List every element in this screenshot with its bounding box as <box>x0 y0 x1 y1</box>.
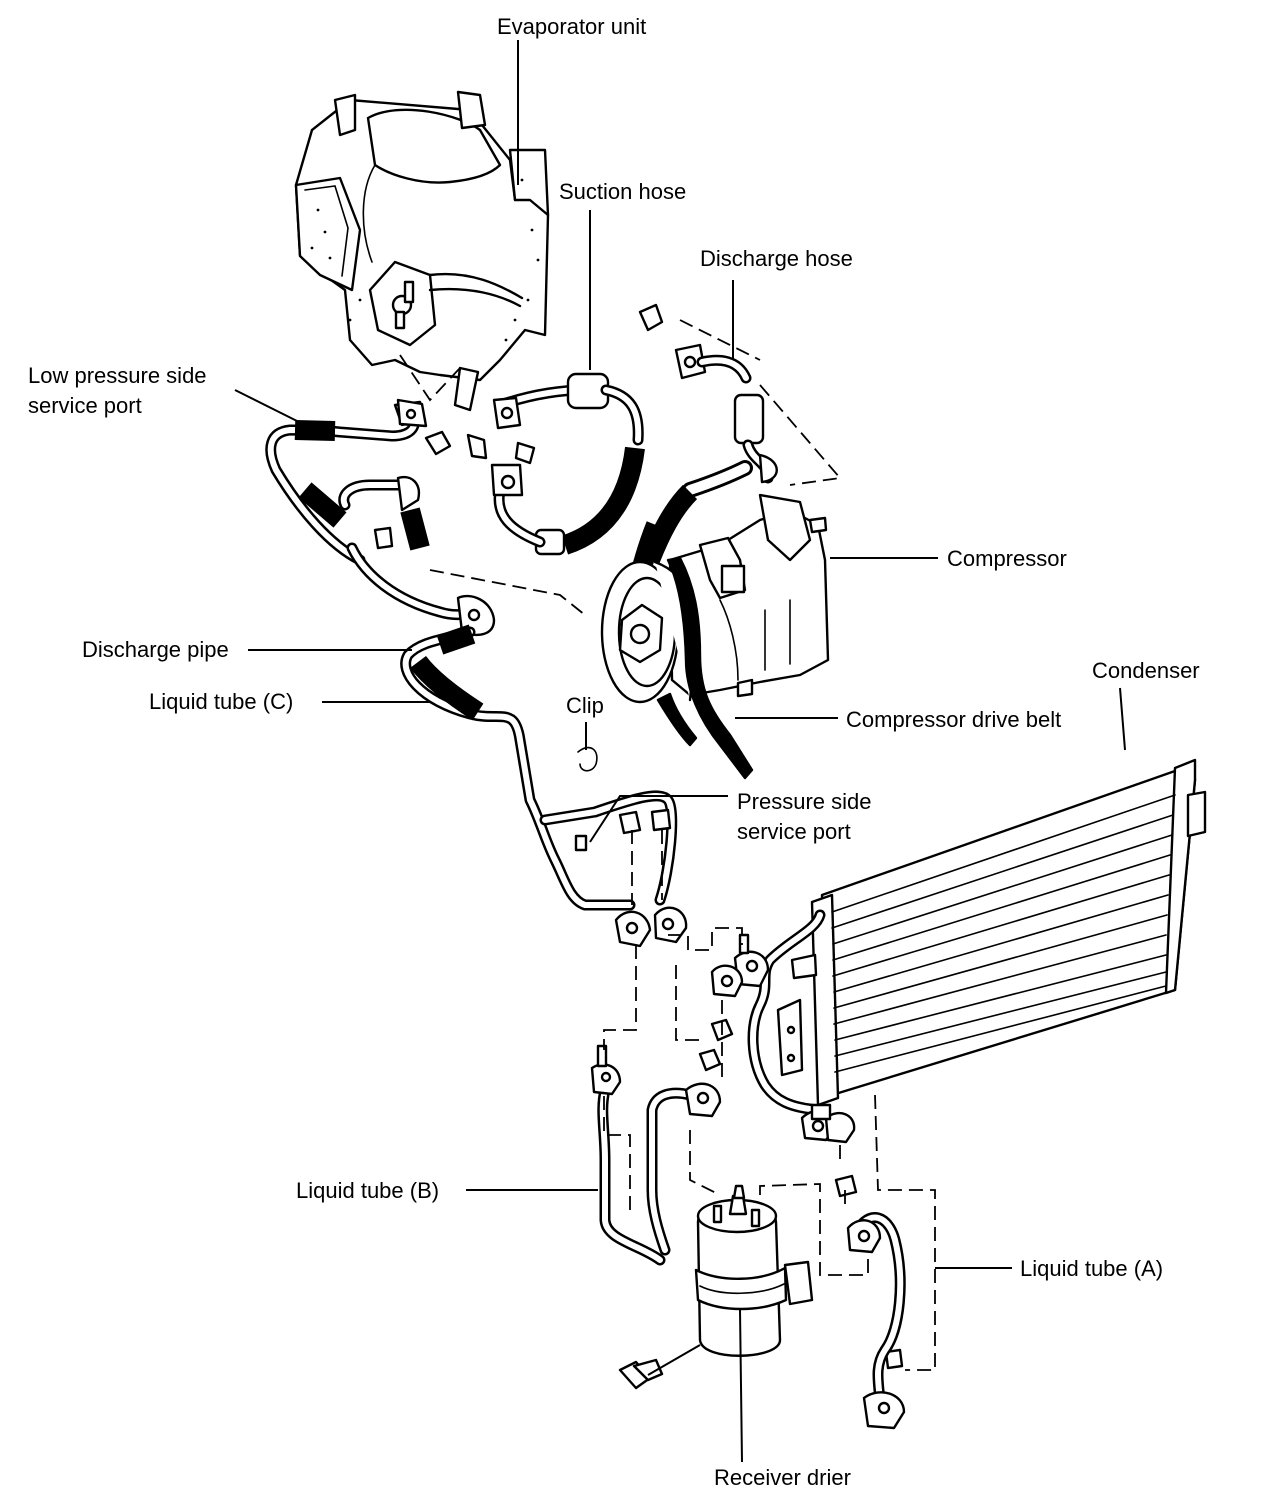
label-liquid-tube-a: Liquid tube (A) <box>1020 1256 1163 1281</box>
label-pressure-service-port: service port <box>737 819 851 844</box>
label-low-pressure-service-port: service port <box>28 393 142 418</box>
condenser <box>776 758 1207 1107</box>
assembly-dashed-lines <box>399 319 936 1371</box>
label-pressure-side: Pressure side <box>737 789 872 814</box>
leader-lines <box>234 40 1126 1463</box>
liquid-tube-a <box>846 1212 906 1430</box>
pressure-side-caps <box>618 808 672 835</box>
label-evaporator-unit: Evaporator unit <box>497 14 646 39</box>
condenser-pipes <box>710 909 856 1144</box>
suction-hose <box>453 366 645 556</box>
label-condenser: Condenser <box>1092 658 1200 683</box>
label-suction-hose: Suction hose <box>559 179 686 204</box>
evaporator-unit <box>294 90 550 382</box>
compressor-drive-belt <box>656 556 754 780</box>
receiver-drier <box>618 1184 814 1390</box>
label-liquid-tube-b: Liquid tube (B) <box>296 1178 439 1203</box>
label-compressor: Compressor <box>947 546 1067 571</box>
evaporator-shading <box>310 178 540 342</box>
label-discharge-pipe: Discharge pipe <box>82 637 229 662</box>
label-compressor-drive-belt: Compressor drive belt <box>846 707 1061 732</box>
discharge-pipe <box>338 475 496 636</box>
label-discharge-hose: Discharge hose <box>700 246 853 271</box>
callout-labels: Evaporator unit Suction hose Discharge h… <box>28 14 1200 1490</box>
liquid-tube-b <box>590 1044 722 1266</box>
clip <box>577 746 598 772</box>
label-receiver-drier: Receiver drier <box>714 1465 851 1490</box>
liquid-tube-c <box>400 624 678 911</box>
condenser-fins <box>831 794 1176 1073</box>
label-low-pressure-side: Low pressure side <box>28 363 207 388</box>
label-liquid-tube-c: Liquid tube (C) <box>149 689 293 714</box>
low-pressure-pipe <box>265 398 428 566</box>
pipe-brackets <box>614 906 688 948</box>
label-clip: Clip <box>566 693 604 718</box>
compressor <box>600 493 830 704</box>
